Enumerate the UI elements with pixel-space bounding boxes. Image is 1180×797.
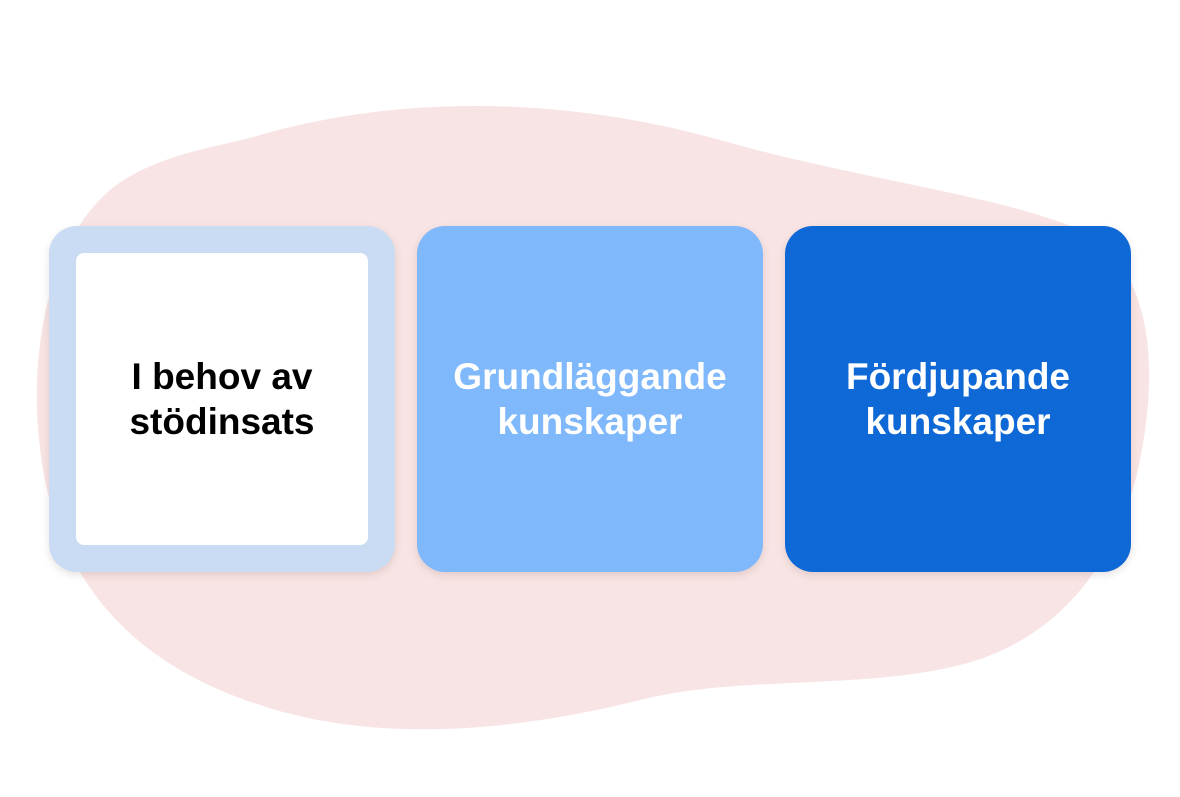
card-basic-knowledge: Grundläggande kunskaper [417, 226, 763, 572]
card-advanced-knowledge-label: Fördjupande kunskaper [845, 356, 1071, 442]
card-basic-knowledge-label: Grundläggande kunskaper [453, 356, 727, 442]
card-support-needed-label: I behov av stödinsats [129, 356, 315, 442]
card-support-needed-inner: I behov av stödinsats [76, 253, 368, 545]
card-advanced-knowledge: Fördjupande kunskaper [785, 226, 1131, 572]
card-support-needed: I behov av stödinsats [49, 226, 395, 572]
